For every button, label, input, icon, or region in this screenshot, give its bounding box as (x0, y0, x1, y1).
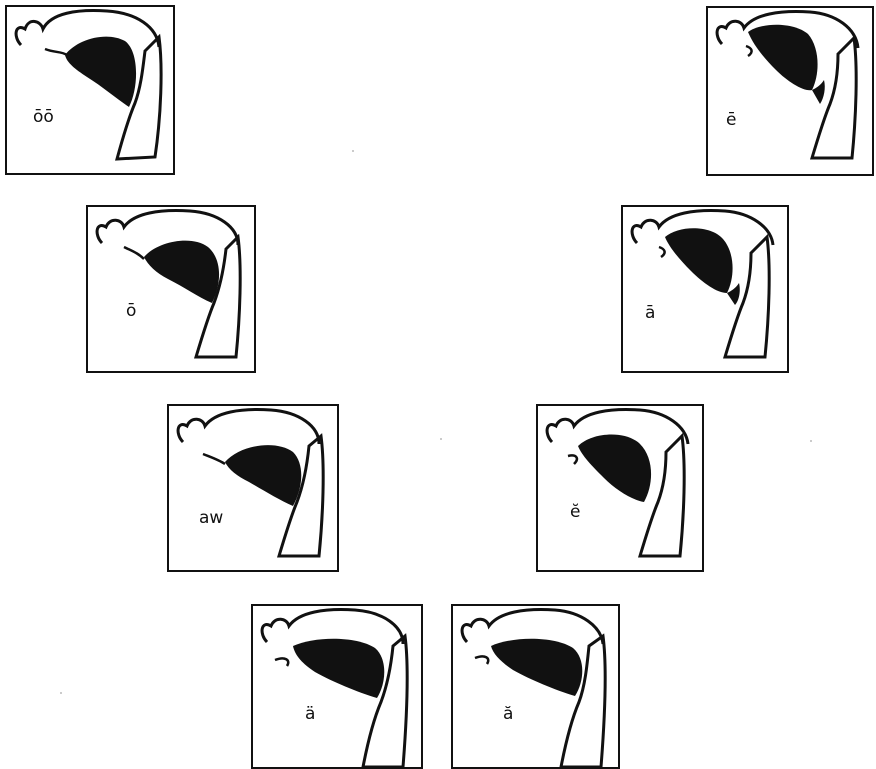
vocal-tract-diagram-a-umlaut (253, 606, 421, 767)
vocal-tract-diagram-e-long (708, 8, 872, 174)
vowel-panel-e-long: ē (706, 6, 874, 176)
vowel-label: ē (726, 112, 736, 129)
vocal-tract-diagram-a-short (453, 606, 618, 767)
vowel-label: ā (645, 305, 655, 322)
vocal-tract-diagram-e-short (538, 406, 702, 570)
vowel-label: ō (126, 303, 136, 320)
vowel-label: ä (305, 706, 315, 723)
vowel-panel-aw: aw (167, 404, 339, 572)
vowel-panel-a-umlaut: ä (251, 604, 423, 769)
scan-speck (810, 440, 812, 442)
scan-speck (352, 150, 354, 152)
vocal-tract-diagram-a-long (623, 207, 787, 371)
vowel-label: ĕ (570, 504, 580, 521)
vowel-label: aw (199, 510, 223, 527)
vowel-panel-a-long: ā (621, 205, 789, 373)
scan-speck (60, 692, 62, 694)
scan-speck (440, 438, 442, 440)
vowel-panel-oo: ōō (5, 5, 175, 175)
vowel-panel-o-long: ō (86, 205, 256, 373)
vowel-panel-a-short: ă (451, 604, 620, 769)
vowel-panel-e-short: ĕ (536, 404, 704, 572)
vowel-label: ōō (33, 109, 54, 126)
vocal-tract-diagram-o-long (88, 207, 254, 371)
vowel-label: ă (503, 706, 513, 723)
vocal-tract-diagram-aw (169, 406, 337, 570)
vocal-tract-diagram-oo (7, 7, 173, 173)
